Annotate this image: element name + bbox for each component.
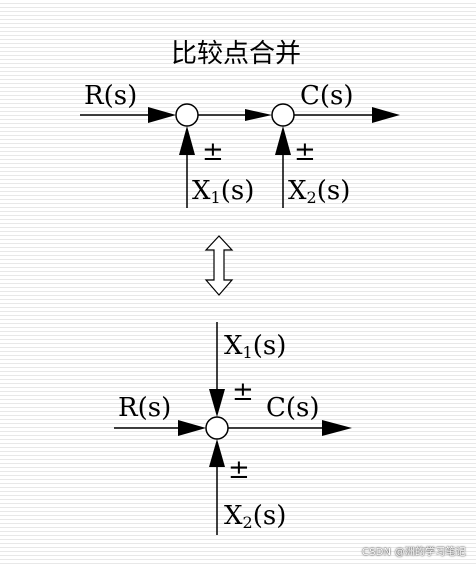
bottom-output-label: C(s)	[266, 393, 320, 423]
top-summing-point-2	[271, 103, 295, 127]
bottom-sign-1: ±	[232, 377, 254, 407]
top-sign-2: ±	[294, 137, 316, 167]
equivalence-double-arrow-icon	[204, 235, 234, 296]
bottom-x2-label: X2(s)	[224, 501, 286, 532]
top-diagram: R(s) C(s) ± ± X1(s) X2(s)	[80, 81, 400, 208]
bottom-summing-point	[205, 416, 229, 440]
top-x1-arrow	[179, 126, 195, 155]
bottom-x1-label: X1(s)	[224, 331, 286, 362]
bottom-x1-arrow	[209, 389, 225, 417]
top-summing-point-1	[175, 103, 199, 127]
top-middle-arrow	[245, 109, 272, 121]
bottom-sign-2: ±	[228, 455, 250, 485]
top-output-arrow	[372, 107, 400, 123]
top-input-label: R(s)	[84, 81, 137, 111]
diagram-title: 比较点合并	[171, 39, 301, 69]
top-input-arrow	[148, 107, 176, 123]
bottom-x2-arrow	[209, 439, 225, 467]
watermark: CSDN @洲的学习笔记	[361, 547, 466, 558]
top-output-label: C(s)	[300, 81, 354, 111]
bottom-input-arrow	[178, 420, 206, 436]
top-x2-arrow	[275, 126, 291, 155]
top-sign-1: ±	[202, 137, 224, 167]
top-x1-label: X1(s)	[192, 176, 254, 207]
bottom-diagram: R(s) C(s) ± ± X1(s) X2(s)	[114, 322, 352, 535]
bottom-input-label: R(s)	[118, 393, 171, 423]
top-x2-label: X2(s)	[288, 176, 350, 207]
bottom-output-arrow	[322, 420, 352, 436]
